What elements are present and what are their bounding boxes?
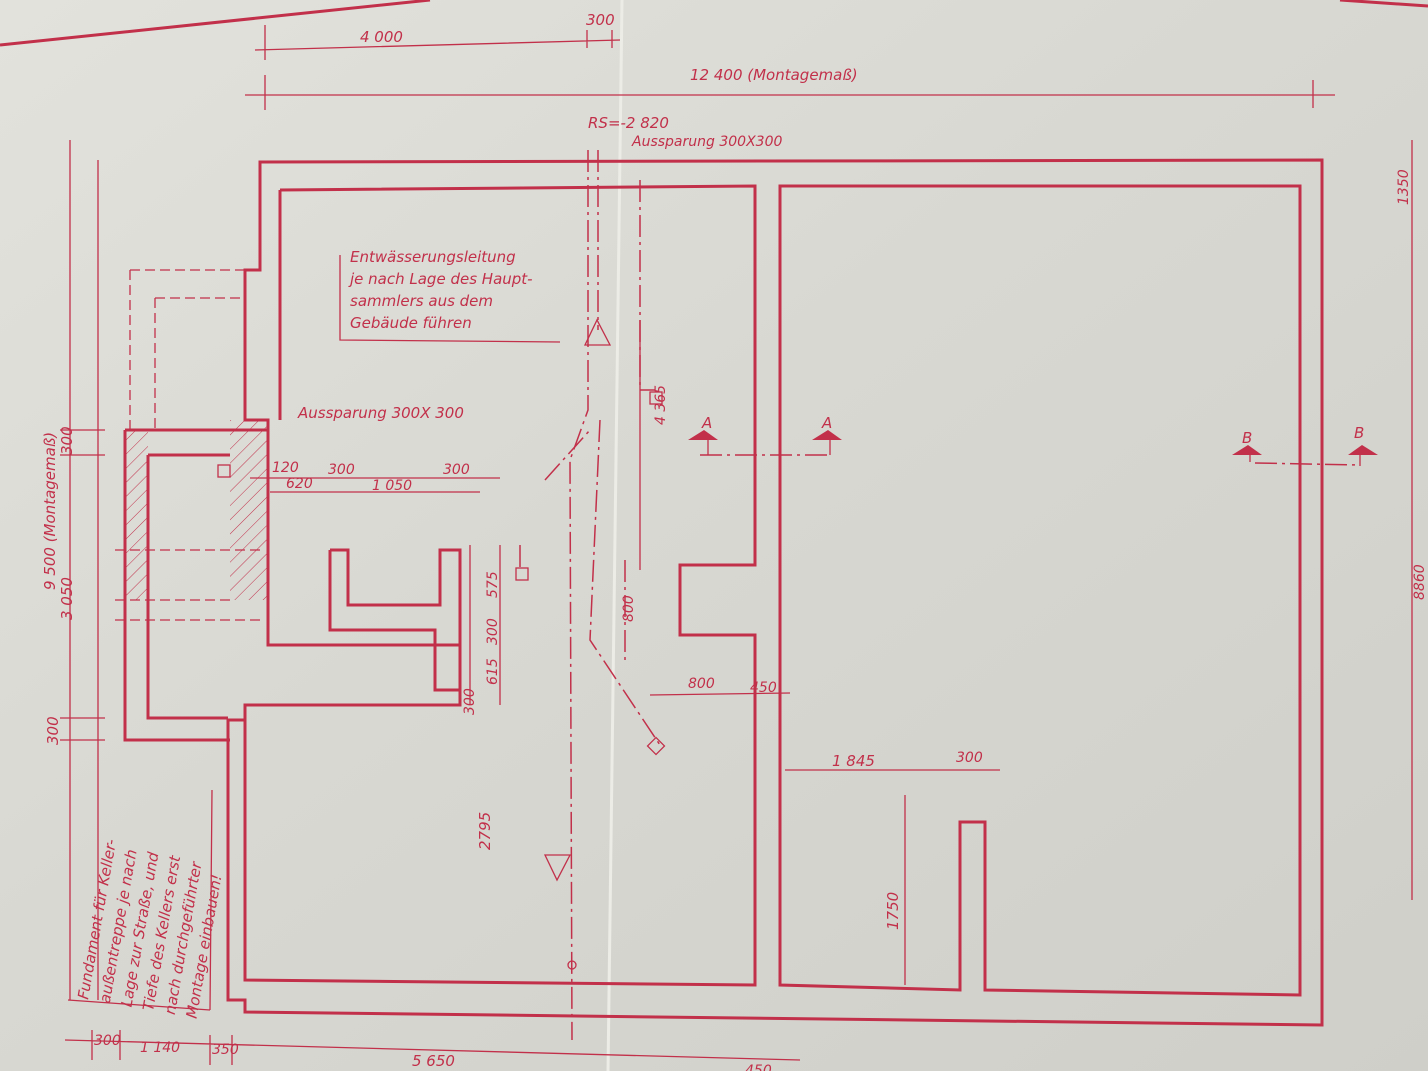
svg-text:575: 575: [485, 571, 501, 598]
bottom-dimensions: 300 1 140 350 5 650 450: [64, 1030, 801, 1071]
sheet-border: [0, 0, 1428, 47]
svg-text:A: A: [821, 414, 832, 432]
svg-text:300: 300: [58, 426, 76, 455]
svg-text:350: 350: [212, 1042, 239, 1058]
svg-text:450: 450: [750, 680, 777, 696]
svg-text:300: 300: [328, 462, 355, 478]
svg-text:sammlers aus dem: sammlers aus dem: [350, 292, 493, 310]
svg-text:1750: 1750: [884, 892, 902, 930]
drain-note: Entwässerungsleitung je nach Lage des Ha…: [339, 248, 561, 343]
svg-text:300: 300: [44, 716, 62, 745]
svg-text:1 845: 1 845: [832, 752, 875, 770]
svg-text:300: 300: [443, 462, 470, 478]
right-edge-dims: 1350 8860: [1396, 140, 1428, 900]
svg-text:A: A: [701, 414, 712, 432]
note-leader: [67, 789, 213, 1011]
left-dimensions: 9 500 (Montagemaß) 300 3 050 300: [41, 140, 105, 1000]
rs-level: RS=-2 820: [588, 114, 669, 132]
svg-text:620: 620: [286, 476, 313, 492]
svg-text:4 365: 4 365: [653, 385, 669, 425]
section-marks: A A B B: [688, 414, 1378, 466]
svg-text:300: 300: [485, 618, 501, 645]
paper-fold: [606, 0, 624, 1071]
inner-dimensions: 120 620 300 1 050 300 4 365 575 300 615 …: [250, 320, 1000, 985]
svg-text:615: 615: [485, 658, 501, 685]
svg-text:2795: 2795: [476, 812, 494, 850]
svg-text:Entwässerungsleitung: Entwässerungsleitung: [350, 248, 516, 266]
svg-text:800: 800: [688, 676, 715, 692]
svg-text:8860: 8860: [1412, 564, 1428, 600]
svg-text:300: 300: [94, 1033, 121, 1049]
svg-text:1350: 1350: [1396, 169, 1412, 205]
top-dimensions: 4 000 300 12 400 (Montagemaß): [245, 11, 1335, 110]
svg-text:1 050: 1 050: [372, 478, 412, 494]
dim-4000: 4 000: [360, 28, 403, 46]
walls: [123, 158, 1324, 1027]
dim-overall-width: 12 400 (Montagemaß): [690, 66, 858, 84]
dim-300-top: 300: [586, 11, 615, 29]
opening-left-label: Aussparung 300X 300: [297, 404, 464, 422]
svg-text:300: 300: [462, 688, 478, 715]
svg-text:je nach Lage des Haupt-: je nach Lage des Haupt-: [348, 270, 533, 288]
svg-text:800: 800: [621, 595, 637, 622]
svg-text:9 500 (Montagemaß): 9 500 (Montagemaß): [41, 432, 59, 590]
hidden-lines: [115, 269, 265, 621]
svg-text:300: 300: [956, 750, 983, 766]
svg-text:B: B: [1242, 429, 1252, 447]
svg-text:Gebäude führen: Gebäude führen: [350, 314, 472, 332]
svg-text:1 140: 1 140: [140, 1040, 180, 1056]
svg-text:5 650: 5 650: [412, 1052, 455, 1070]
opening-top-label: Aussparung 300X300: [631, 134, 782, 150]
svg-text:B: B: [1354, 424, 1364, 442]
svg-text:120: 120: [272, 460, 299, 476]
svg-text:450: 450: [745, 1063, 772, 1071]
svg-text:3 050: 3 050: [58, 577, 76, 620]
